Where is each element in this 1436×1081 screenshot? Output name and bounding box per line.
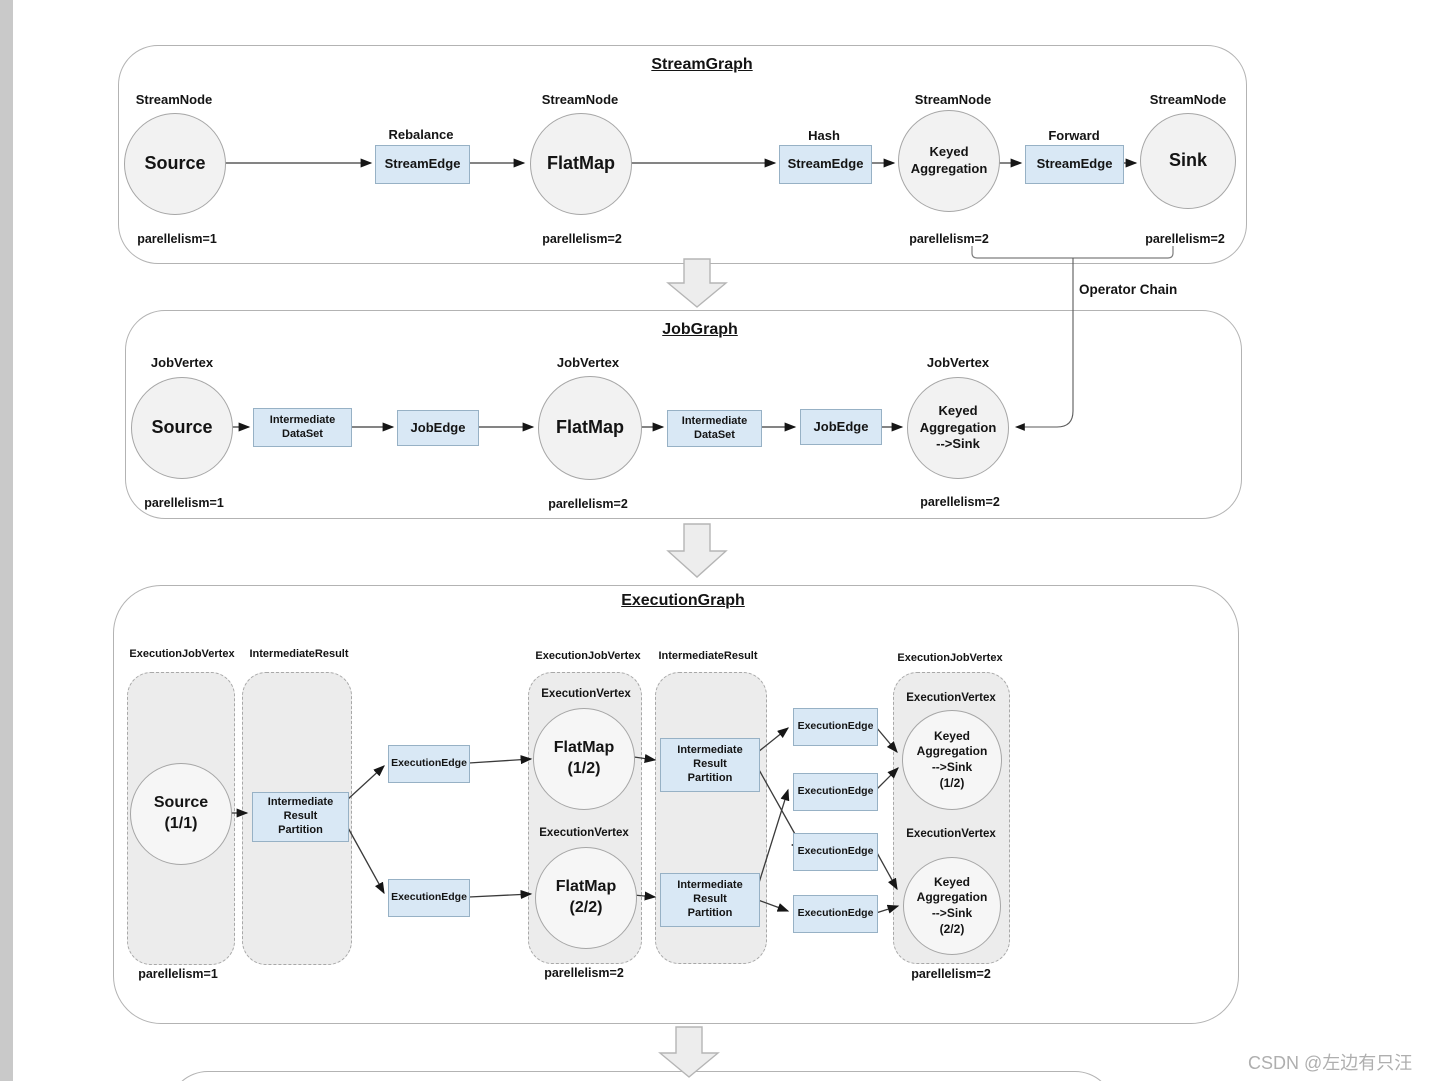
stream-parallelism-sink: parellelism=2 bbox=[1145, 232, 1225, 246]
exec-keyed1-node: Keyed Aggregation -->Sink (1/2) bbox=[902, 710, 1002, 810]
streamedge-box-forward: StreamEdge bbox=[1025, 145, 1124, 184]
job-parallelism-source: parellelism=1 bbox=[144, 496, 224, 510]
stream-parallelism-keyed: parellelism=2 bbox=[909, 232, 989, 246]
exec-keyed2-node: Keyed Aggregation -->Sink (2/2) bbox=[903, 857, 1001, 955]
forward-label: Forward bbox=[1048, 128, 1100, 143]
exec-parallelism-flatmap: parellelism=2 bbox=[544, 966, 624, 980]
execjobvertex-label-keyed: ExecutionJobVertex bbox=[897, 652, 1003, 664]
left-gutter bbox=[0, 0, 13, 1081]
streamedge-box-hash: StreamEdge bbox=[779, 145, 872, 184]
job-keyed-sink-node: Keyed Aggregation -->Sink bbox=[907, 377, 1009, 479]
intermediate-dataset-box-2: Intermediate DataSet bbox=[667, 410, 762, 447]
streamedge-box-rebalance: StreamEdge bbox=[375, 145, 470, 184]
next-panel-partial bbox=[168, 1071, 1115, 1081]
jobvertex-label-source: JobVertex bbox=[150, 355, 214, 370]
jobedge-box-1: JobEdge bbox=[397, 410, 479, 446]
jobvertex-label-keyed: JobVertex bbox=[926, 355, 990, 370]
intermediate-result-partition-box-1: Intermediate Result Partition bbox=[252, 792, 349, 842]
streamgraph-title: StreamGraph bbox=[651, 56, 753, 73]
job-flatmap-node: FlatMap bbox=[538, 376, 642, 480]
executionedge-box-m3: ExecutionEdge bbox=[793, 833, 878, 871]
executionedge-box-m1: ExecutionEdge bbox=[793, 708, 878, 746]
intermediate-dataset-box-1: Intermediate DataSet bbox=[253, 408, 352, 447]
execjobvertex-label-flatmap: ExecutionJobVertex bbox=[535, 650, 641, 662]
execjobvertex-label-source: ExecutionJobVertex bbox=[129, 648, 235, 660]
streamnode-label-keyed: StreamNode bbox=[914, 92, 992, 107]
job-parallelism-flatmap: parellelism=2 bbox=[548, 497, 628, 511]
stream-parallelism-flatmap: parellelism=2 bbox=[542, 232, 622, 246]
streamnode-label-flatmap: StreamNode bbox=[541, 92, 619, 107]
intermediate-result-partition-box-2: Intermediate Result Partition bbox=[660, 738, 760, 792]
executionvertex-label-fm2: ExecutionVertex bbox=[539, 827, 629, 839]
stream-parallelism-source: parellelism=1 bbox=[137, 232, 217, 246]
jobedge-box-2: JobEdge bbox=[800, 409, 882, 445]
intermediate-result-partition-box-3: Intermediate Result Partition bbox=[660, 873, 760, 927]
exec-parallelism-keyed: parellelism=2 bbox=[911, 967, 991, 981]
rebalance-label: Rebalance bbox=[388, 127, 454, 142]
stream-sink-node: Sink bbox=[1140, 113, 1236, 209]
stream-source-node: Source bbox=[124, 113, 226, 215]
job-source-node: Source bbox=[131, 377, 233, 479]
executionvertex-label-fm1: ExecutionVertex bbox=[541, 688, 631, 700]
executiongraph-title: ExecutionGraph bbox=[621, 592, 745, 609]
exec-flatmap1-node: FlatMap (1/2) bbox=[533, 708, 635, 810]
executionedge-box-l1: ExecutionEdge bbox=[388, 745, 470, 783]
streamnode-label-sink: StreamNode bbox=[1149, 92, 1227, 107]
executionvertex-label-k2: ExecutionVertex bbox=[906, 828, 996, 840]
operator-chain-label: Operator Chain bbox=[1079, 282, 1178, 297]
stream-flatmap-node: FlatMap bbox=[530, 113, 632, 215]
jobvertex-label-flatmap: JobVertex bbox=[556, 355, 620, 370]
job-parallelism-keyed: parellelism=2 bbox=[920, 495, 1000, 509]
executionedge-box-m2: ExecutionEdge bbox=[793, 773, 878, 811]
streamnode-label-source: StreamNode bbox=[135, 92, 213, 107]
exec-parallelism-source: parellelism=1 bbox=[138, 967, 218, 981]
executionedge-box-l2: ExecutionEdge bbox=[388, 879, 470, 917]
intermediateresult-label-2: IntermediateResult bbox=[658, 650, 758, 662]
exec-flatmap2-node: FlatMap (2/2) bbox=[535, 847, 637, 949]
executionedge-box-m4: ExecutionEdge bbox=[793, 895, 878, 933]
executionvertex-label-k1: ExecutionVertex bbox=[906, 692, 996, 704]
intermediateresult-label-1: IntermediateResult bbox=[249, 648, 349, 660]
exec-source-node: Source (1/1) bbox=[130, 763, 232, 865]
jobgraph-title: JobGraph bbox=[662, 321, 738, 338]
hash-label: Hash bbox=[808, 128, 840, 143]
stream-keyed-aggregation-node: Keyed Aggregation bbox=[898, 110, 1000, 212]
watermark: CSDN @左边有只汪 bbox=[1248, 1053, 1413, 1073]
